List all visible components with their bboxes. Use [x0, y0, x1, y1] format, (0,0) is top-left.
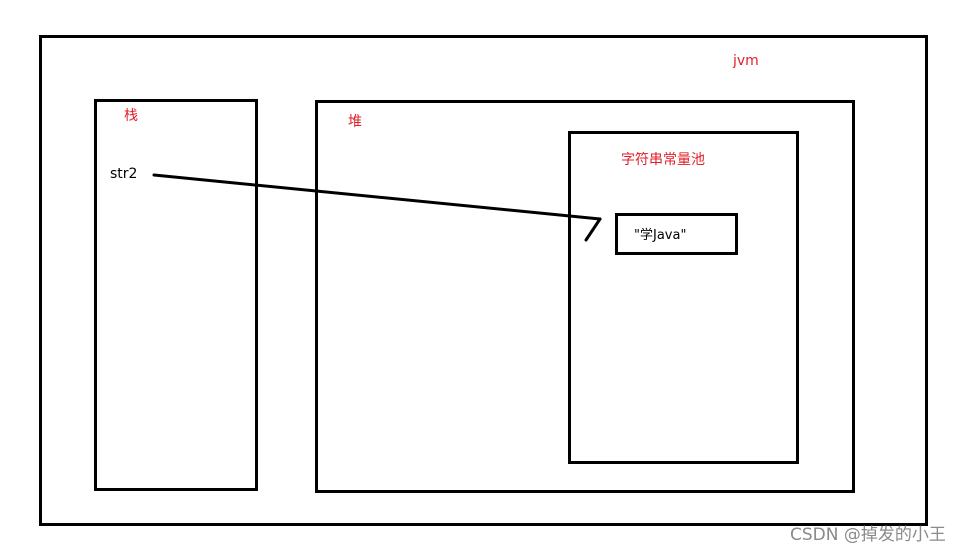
- string-constant-pool-box: [568, 131, 799, 464]
- heap-label: 堆: [348, 114, 362, 130]
- string-value-label: "学Java": [634, 228, 687, 243]
- watermark: CSDN @掉发的小王: [790, 525, 946, 545]
- stack-label: 栈: [124, 108, 138, 124]
- string-value-box: [615, 213, 738, 255]
- string-constant-pool-label: 字符串常量池: [621, 152, 705, 168]
- heap-box: [315, 100, 855, 493]
- stack-box: [94, 99, 258, 491]
- variable-label: str2: [110, 166, 138, 182]
- jvm-label: jvm: [733, 53, 759, 69]
- jvm-box: [39, 35, 928, 526]
